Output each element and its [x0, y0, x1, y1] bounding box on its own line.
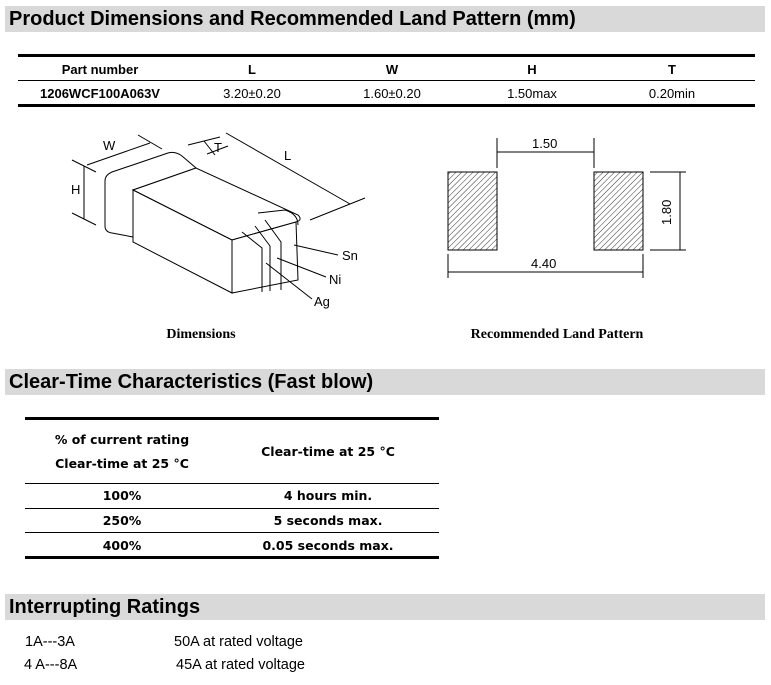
table-rule	[25, 508, 439, 509]
rating-value: 50A at rated voltage	[174, 634, 303, 650]
chip-isometric-drawing	[71, 132, 366, 300]
land-gap-label: 1.50	[532, 136, 557, 151]
dimensions-caption: Dimensions	[166, 327, 236, 342]
h-cell: 1.50max	[507, 86, 557, 101]
time-cell: 4 hours min.	[283, 488, 373, 503]
section-header-dimensions: Product Dimensions and Recommended Land …	[5, 6, 765, 32]
dimension-drawings: W T L H Sn Ni Ag 1.50 4.40 1.80	[71, 132, 686, 309]
rating-range: 1A---3A	[25, 634, 75, 650]
t-cell: 0.20min	[648, 86, 696, 101]
w-label: W	[103, 138, 116, 153]
col-header-h: H	[527, 62, 537, 77]
col-header-part: Part number	[61, 62, 139, 77]
col-header-percent: % of current rating	[54, 432, 190, 447]
l-label: L	[284, 148, 291, 163]
rating-cell: 100%	[102, 488, 142, 503]
time-cell: 0.05 seconds max.	[262, 538, 394, 553]
table-rule	[25, 532, 439, 533]
table-rule	[18, 80, 755, 81]
rating-range: 4 A---8A	[24, 657, 78, 673]
w-cell: 1.60±0.20	[363, 86, 421, 101]
time-cell: 5 seconds max.	[273, 513, 383, 528]
rating-cell: 250%	[102, 513, 142, 528]
col-header-clear-time: Clear-time at 25 °C	[261, 444, 395, 459]
col-header-percent-sub: Clear-time at 25 °C	[55, 456, 189, 471]
table-rule	[18, 104, 755, 107]
ag-label: Ag	[314, 294, 330, 309]
table-rule	[25, 556, 439, 559]
land-height-label: 1.80	[659, 200, 674, 225]
ni-label: Ni	[329, 272, 341, 287]
sn-label: Sn	[342, 248, 358, 263]
land-pattern-drawing	[447, 138, 686, 278]
table-rule	[25, 483, 439, 484]
h-label: H	[71, 182, 80, 197]
table-rule	[18, 54, 755, 57]
table-rule	[25, 417, 439, 420]
t-label: T	[214, 140, 222, 155]
land-pattern-caption: Recommended Land Pattern	[470, 327, 644, 342]
rating-value: 45A at rated voltage	[176, 657, 305, 673]
section-header-interrupting: Interrupting Ratings	[5, 594, 765, 620]
col-header-t: T	[668, 62, 676, 77]
col-header-l: L	[248, 62, 256, 77]
l-cell: 3.20±0.20	[223, 86, 281, 101]
land-pad-right	[593, 171, 644, 251]
col-header-w: W	[385, 62, 399, 77]
section-header-clear-time: Clear-Time Characteristics (Fast blow)	[5, 369, 765, 395]
part-number-cell: 1206WCF100A063V	[40, 86, 160, 101]
rating-cell: 400%	[102, 538, 142, 553]
land-total-label: 4.40	[531, 256, 556, 271]
land-pad-left	[447, 171, 498, 251]
